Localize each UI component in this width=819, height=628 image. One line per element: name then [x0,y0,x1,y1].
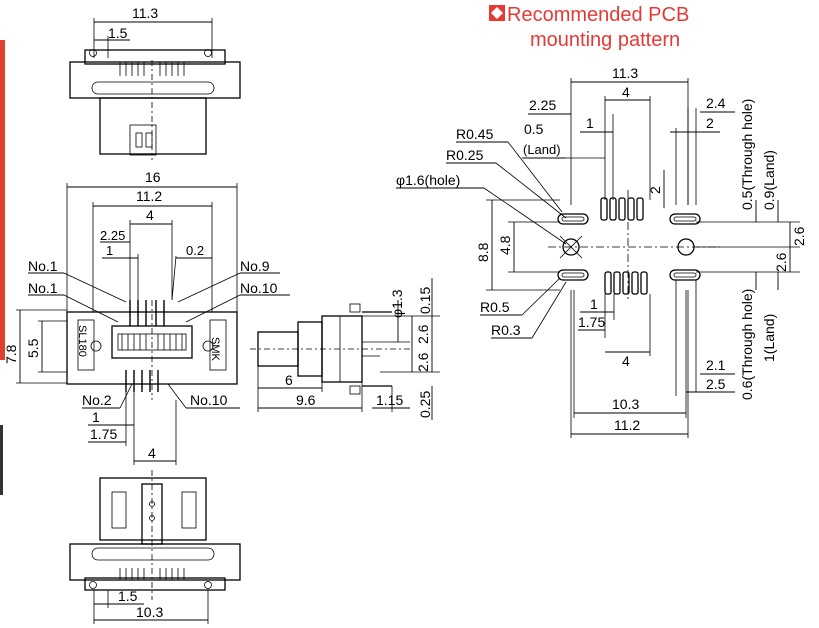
side-dim-9-6: 9.6 [296,392,316,408]
body-marking-right: SMK [209,337,221,362]
side-dim-phi-1-3: φ1.3 [389,289,405,318]
pcb-dim-1-top: 1 [586,115,594,131]
pcb-dim-1-75: 1.75 [578,314,605,330]
pcb-r0-45: R0.45 [456,126,494,142]
pcb-title-line1: Recommended PCB [507,4,689,26]
label-no10-upper: No.10 [240,280,278,296]
pcb-dim-land: (Land) [523,142,561,157]
front-view: 16 11.2 4 2.25 1 0.2 No.1 No.1 No.9 No.1… [3,169,290,465]
front-dim-5-5: 5.5 [25,338,41,358]
pcb-r0-25: R0.25 [446,147,484,163]
bottom-dim-10-3: 10.3 [136,604,163,620]
side-dim-2-6-a: 2.6 [415,324,431,344]
top-dim-1-5: 1.5 [108,25,128,41]
top-dim-11-3: 11.3 [132,5,158,21]
bottom-dim-1-5: 1.5 [118,588,138,604]
front-dim-1-75: 1.75 [90,426,117,442]
label-no9: No.9 [240,258,270,274]
side-dim-2-6-b: 2.6 [415,352,431,372]
pcb-dim-2-5: 2.5 [706,376,726,392]
front-dim-16: 16 [145,169,161,185]
front-dim-2-25: 2.25 [100,228,125,243]
pcb-dim-8-8: 8.8 [475,242,491,262]
pcb-dim-1-bottom: 1 [590,296,598,312]
pcb-dim-through-hole-lower: 0.6(Through hole) [739,289,755,400]
label-no2: No.2 [82,392,112,408]
pcb-title-line2: mounting pattern [530,29,680,51]
side-dim-0-15: 0.15 [417,287,433,314]
pcb-dim-2-right: 2 [706,115,714,131]
page-edge-tab-dark [0,425,3,495]
pcb-dim-land-upper: 0.9(Land) [761,150,777,210]
pcb-dim-0-5: 0.5 [524,121,544,137]
pcb-dim-2-vertical: 2 [647,186,663,194]
label-no1-lower: No.1 [28,280,58,296]
pcb-r0-5: R0.5 [480,299,510,315]
label-no10-lower: No.10 [190,392,228,408]
pcb-r0-3: R0.3 [491,322,521,338]
top-view: 11.3 1.5 [69,5,241,160]
front-dim-7-8: 7.8 [3,344,19,364]
pcb-dim-2-6-b: 2.6 [773,252,789,272]
front-dim-1-bottom: 1 [92,409,100,425]
front-dim-1-top: 1 [106,243,113,258]
pcb-dim-4-bottom: 4 [622,353,630,369]
pcb-dim-2-1: 2.1 [706,357,726,373]
front-dim-4-top: 4 [146,207,154,223]
pcb-pattern: 11.3 4 2.25 1 0.5 (Land) 2.4 2 R0.45 R0.… [396,65,807,438]
pcb-dim-11-2: 11.2 [614,417,640,433]
pcb-dim-11-3: 11.3 [612,65,638,81]
side-view: φ1.3 0.15 2.6 2.6 6 9.6 1.15 0.25 [250,278,440,420]
pcb-phi-1-6-hole: φ1.6(hole) [396,172,460,188]
front-dim-0-2: 0.2 [186,243,204,258]
pcb-dim-2-25: 2.25 [529,97,556,113]
page-edge-tab [0,40,5,360]
pcb-dim-through-hole-upper: 0.5(Through hole) [739,99,755,210]
pcb-pattern-title: Recommended PCB mounting pattern [489,4,689,51]
body-marking-left: SL180 [76,325,88,357]
pcb-dim-10-3: 10.3 [612,396,639,412]
pcb-dim-4-top: 4 [622,84,630,100]
bottom-view: 1.5 10.3 [69,470,241,624]
label-no1-upper: No.1 [28,258,58,274]
pcb-dim-2-4: 2.4 [706,95,726,111]
pcb-dim-2-6-a: 2.6 [791,226,807,246]
front-dim-11-2: 11.2 [136,188,162,204]
side-dim-0-25: 0.25 [417,391,433,418]
pcb-dim-4-8: 4.8 [497,235,513,255]
side-dim-1-15: 1.15 [376,392,403,408]
pcb-dim-land-lower: 1(Land) [761,314,777,362]
side-dim-6: 6 [285,372,293,388]
front-dim-4-bottom: 4 [148,445,156,461]
